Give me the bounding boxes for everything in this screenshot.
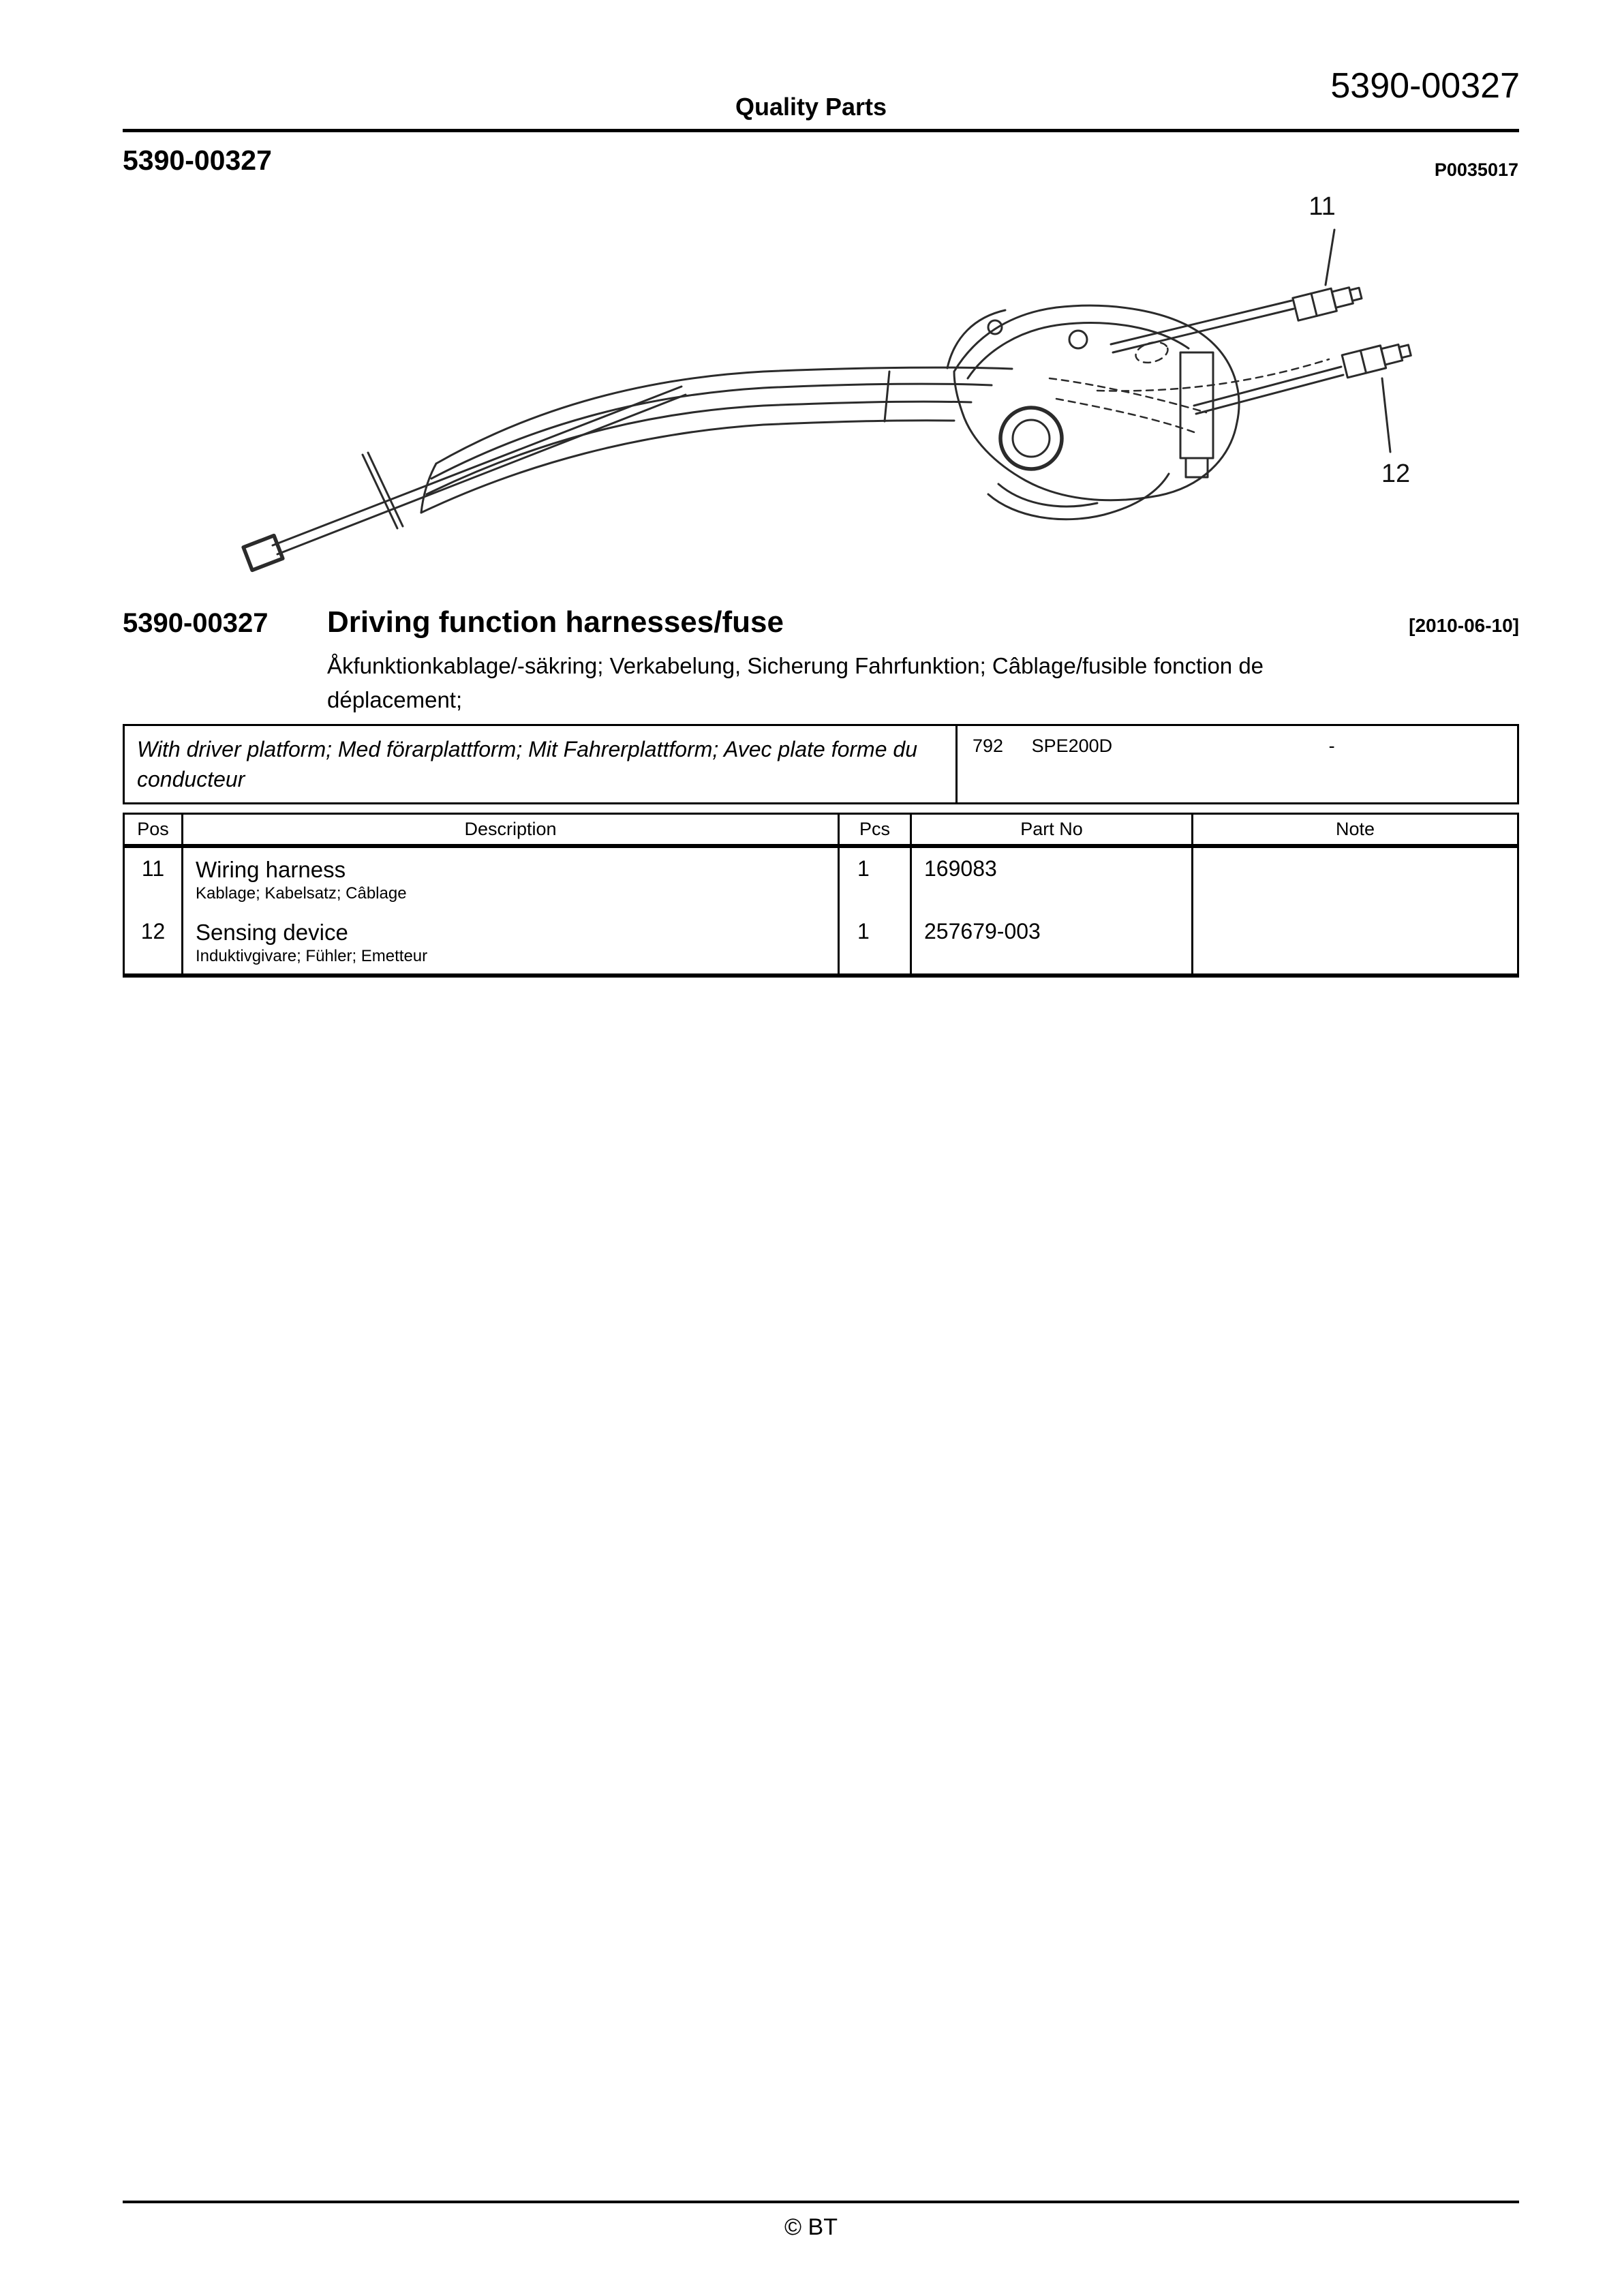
- row-note: [1193, 911, 1517, 973]
- row-pcs: 1: [840, 848, 912, 911]
- section-title: Driving function harnesses/fuse: [327, 605, 784, 639]
- page-code: 5390-00327: [123, 145, 272, 176]
- row-partno: 169083: [912, 848, 1193, 911]
- row-partno: 257679-003: [912, 911, 1193, 973]
- table-body: 11 Wiring harness Kablage; Kabelsatz; Câ…: [123, 848, 1519, 978]
- row-pcs: 1: [840, 911, 912, 973]
- section-subtitle-line2: déplacement;: [327, 687, 463, 712]
- table-column-headers: Pos Description Pcs Part No Note: [123, 813, 1519, 848]
- description-main: Wiring harness: [196, 857, 346, 882]
- parts-diagram-svg: 11 12: [241, 192, 1412, 573]
- description-main: Sensing device: [196, 920, 348, 945]
- variant-header: With driver platform; Med förarplattform…: [123, 724, 1519, 804]
- page-header-title: Quality Parts: [735, 93, 887, 121]
- shaft: [241, 385, 687, 573]
- section-heading: 5390-00327 Driving function harnesses/fu…: [123, 605, 1519, 639]
- row-note: [1193, 848, 1517, 911]
- parts-table: With driver platform; Med förarplattform…: [123, 724, 1519, 978]
- sensing-device-cable-lower: [1193, 365, 1345, 415]
- variant-code-c: -: [1328, 736, 1335, 756]
- footer-rule: [123, 2201, 1519, 2203]
- col-header-pcs: Pcs: [840, 815, 912, 844]
- row-pos: 11: [125, 848, 183, 911]
- row-description: Wiring harness Kablage; Kabelsatz; Câbla…: [183, 848, 840, 911]
- col-header-note: Note: [1335, 819, 1375, 839]
- connector-11: [1291, 286, 1363, 322]
- variant-codes: 792 SPE200D -: [958, 726, 1517, 802]
- figure-plate-number: P0035017: [1434, 160, 1518, 180]
- col-header-partno: Part No: [912, 815, 1193, 844]
- row-pos: 12: [125, 911, 183, 973]
- wiring-harness-cable-upper: [1110, 299, 1295, 354]
- technical-drawing: 11 12: [204, 174, 1527, 603]
- header-rule: [123, 129, 1519, 132]
- col-header-description: Description: [183, 815, 840, 844]
- section-subtitle-line1: Åkfunktionkablage/-säkring; Verkabelung,…: [327, 653, 1264, 678]
- row-description: Sensing device Induktivgivare; Fühler; E…: [183, 911, 840, 973]
- variant-code-a: 792: [973, 736, 1004, 756]
- connector-12: [1341, 343, 1412, 379]
- document-number: 5390-00327: [1330, 66, 1520, 106]
- tiller-arm: [420, 366, 1013, 514]
- tiller-head: [946, 304, 1330, 521]
- section-code: 5390-00327: [123, 608, 269, 638]
- footer-copyright: © BT: [784, 2214, 838, 2240]
- col-header-pos: Pos: [125, 815, 183, 844]
- section-subtitle: Åkfunktionkablage/-säkring; Verkabelung,…: [327, 649, 1472, 717]
- section-date: [2010-06-10]: [1409, 615, 1519, 636]
- variant-description: With driver platform; Med förarplattform…: [125, 726, 958, 802]
- callout-12: 12: [1381, 459, 1410, 488]
- description-sub: Induktivgivare; Fühler; Emetteur: [196, 947, 428, 965]
- table-gap: [123, 804, 1519, 813]
- variant-code-b: SPE200D: [1031, 736, 1113, 756]
- description-sub: Kablage; Kabelsatz; Câblage: [196, 884, 407, 903]
- callout-11: 11: [1309, 192, 1335, 221]
- callout-leaders: [1324, 228, 1392, 453]
